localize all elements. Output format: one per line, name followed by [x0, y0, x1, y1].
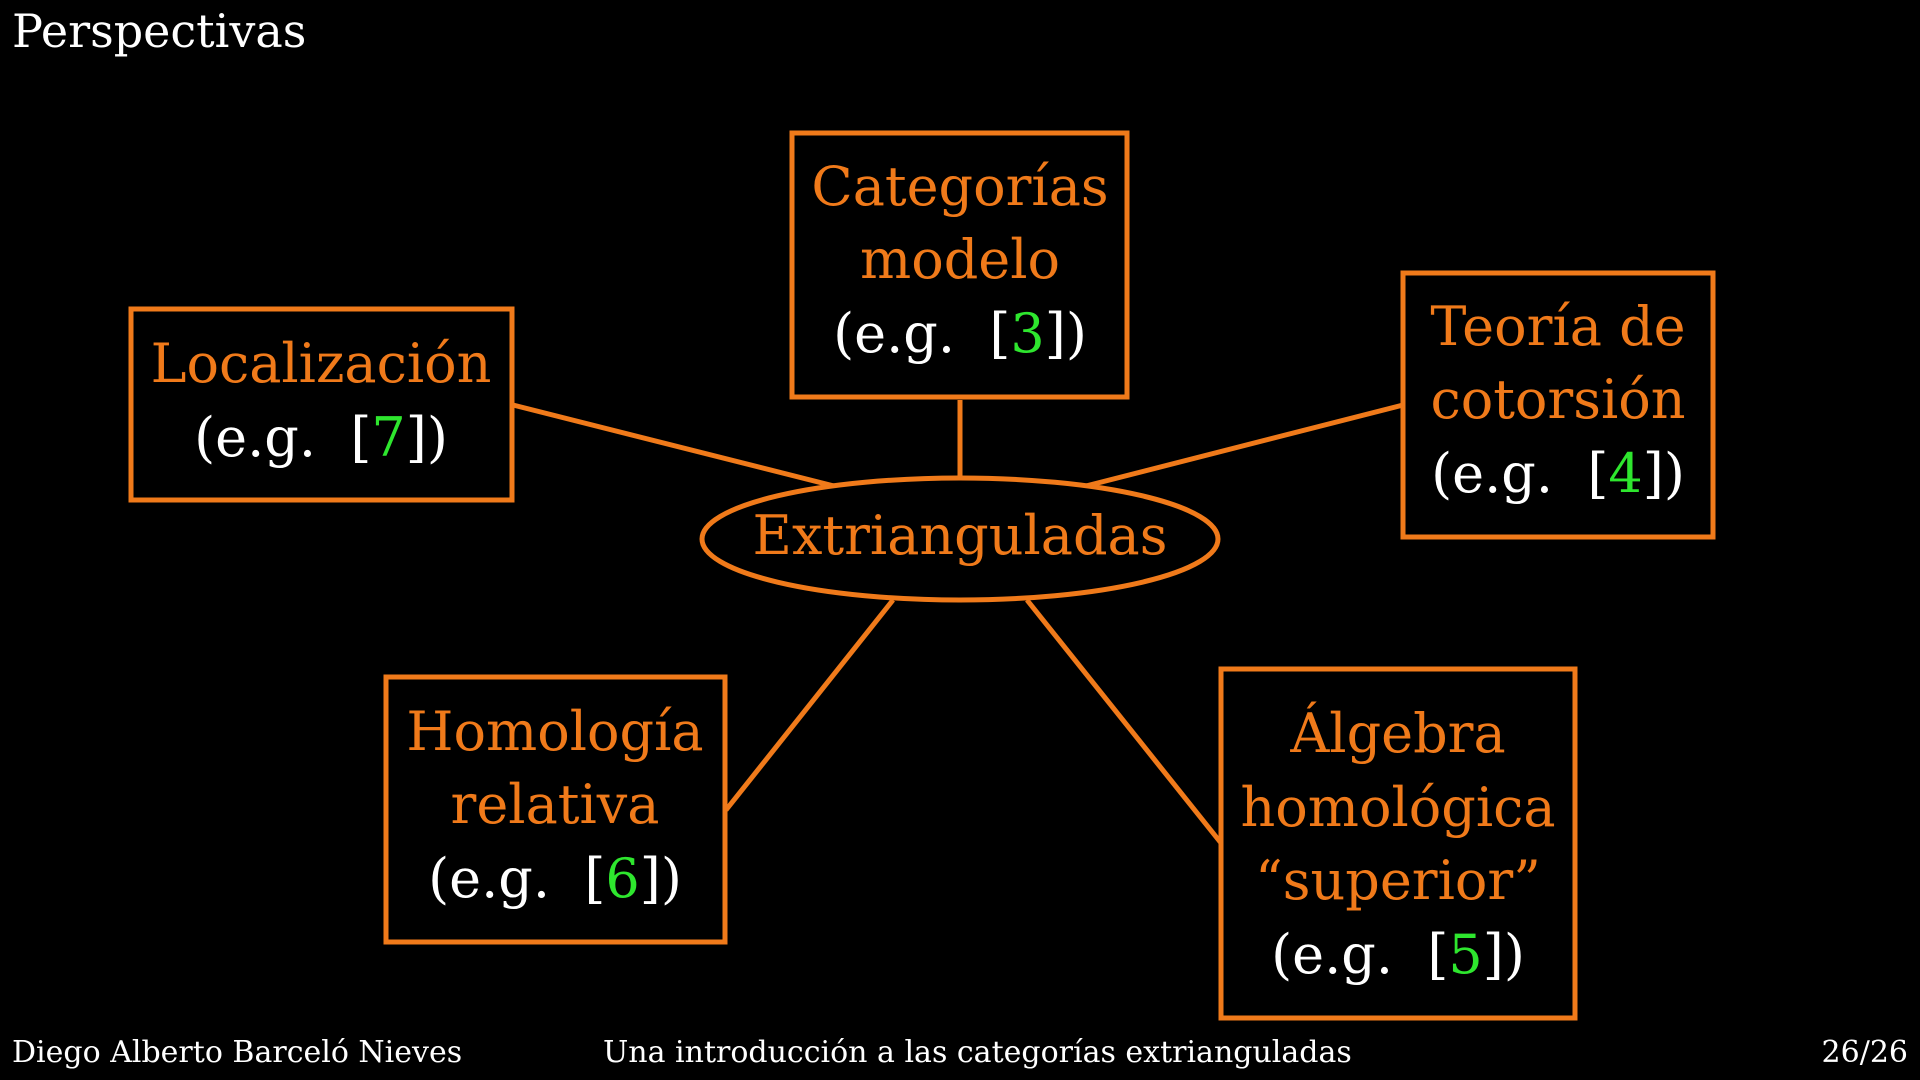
center-node-ellipse [699, 475, 1221, 603]
citation-number[interactable]: 4 [1608, 442, 1642, 505]
node-box-categorias [789, 130, 1130, 400]
node-homologia-line-2: relativa [451, 773, 660, 836]
node-localizacion-citation: (e.g. [7]) [194, 406, 448, 469]
citation-prefix: (e.g. [ [428, 847, 605, 910]
citation-number[interactable]: 5 [1448, 923, 1482, 986]
node-algebra-line-1: Álgebra [1289, 701, 1505, 765]
citation-suffix: ]) [406, 406, 448, 469]
citation-number[interactable]: 6 [605, 847, 639, 910]
center-node-label: Extrianguladas [753, 504, 1168, 567]
node-algebra-line-3: “superior” [1255, 849, 1541, 912]
citation-suffix: ]) [1483, 923, 1525, 986]
citation-prefix: (e.g. [ [1431, 442, 1608, 505]
node-box-homologia [383, 674, 728, 945]
node-homologia-citation: (e.g. [6]) [428, 847, 682, 910]
citation-suffix: ]) [1045, 302, 1087, 365]
node-cotorsion-line-1: Teoría de [1430, 295, 1685, 358]
edge-center-cotorsion [1081, 402, 1404, 490]
node-box-localizacion [128, 306, 515, 503]
node-homologia-line-1: Homología [406, 700, 703, 763]
citation-number[interactable]: 7 [371, 406, 405, 469]
node-categorias-line-1: Categorías [811, 155, 1108, 218]
edge-center-homologia [724, 598, 895, 812]
node-localizacion-line-1: Localización [151, 332, 492, 395]
node-cotorsion-citation: (e.g. [4]) [1431, 442, 1685, 505]
edge-center-algebra [1025, 598, 1223, 845]
slide-title: Perspectivas [12, 4, 307, 58]
citation-prefix: (e.g. [ [194, 406, 371, 469]
node-cotorsion-line-2: cotorsión [1430, 368, 1685, 431]
node-box-cotorsion [1400, 270, 1716, 540]
node-categorias-citation: (e.g. [3]) [833, 302, 1087, 365]
citation-prefix: (e.g. [ [833, 302, 1010, 365]
node-algebra-line-2: homológica [1240, 776, 1555, 839]
edge-center-localizacion [512, 402, 839, 490]
citation-number[interactable]: 3 [1010, 302, 1044, 365]
citation-suffix: ]) [1643, 442, 1685, 505]
citation-prefix: (e.g. [ [1271, 923, 1448, 986]
citation-suffix: ]) [640, 847, 682, 910]
node-box-algebra [1218, 666, 1578, 1021]
footer-talk-title: Una introducción a las categorías extria… [603, 1035, 1352, 1070]
footer-page-number: 26/26 [1821, 1035, 1908, 1070]
footer-author: Diego Alberto Barceló Nieves [12, 1035, 463, 1070]
node-algebra-citation: (e.g. [5]) [1271, 923, 1525, 986]
node-categorias-line-2: modelo [860, 228, 1060, 291]
